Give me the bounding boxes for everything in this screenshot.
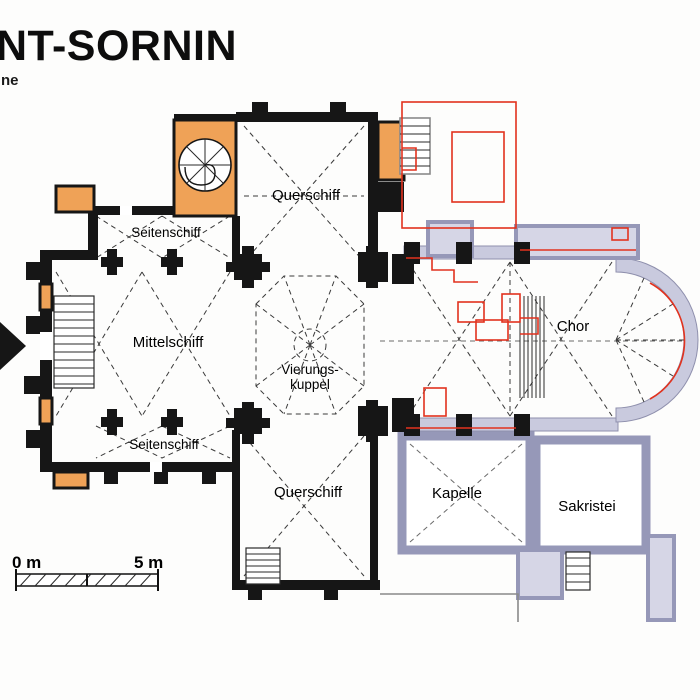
facade-orange-1: [38, 282, 54, 312]
label-seitenschiff-north: Seitenschiff: [131, 225, 201, 240]
south-transept-bottom-wall: [232, 580, 380, 590]
later-phase-structures: [380, 220, 699, 622]
room-labels: Querschiff Seitenschiff Mittelschiff Vie…: [129, 187, 616, 515]
south-connecting-wall: [380, 593, 519, 622]
stairs-and-hatches: [53, 117, 591, 591]
nave-arcade-piers: [101, 249, 183, 435]
orange-elements: [38, 118, 406, 490]
red-excavation-overlay: [401, 101, 686, 429]
page-title: NT-SORNIN: [0, 22, 237, 70]
label-querschiff-north: Querschiff: [272, 187, 341, 204]
label-chor: Chor: [557, 318, 590, 335]
scale-end-label: 5 m: [134, 553, 163, 572]
red-rect-inner: [451, 131, 505, 203]
label-sakristei: Sakristei: [558, 498, 616, 515]
north-transept-east-wall: [368, 112, 378, 216]
north-aisle-wall: [92, 206, 234, 215]
label-kapelle: Kapelle: [432, 485, 482, 502]
red-apse-arc: [649, 282, 686, 400]
choir-south-wall: [403, 417, 619, 432]
north-transept-top-wall: [236, 112, 378, 122]
choir-steps-hatch: [519, 296, 545, 398]
red-steps-nw: [406, 257, 478, 283]
label-vierungskuppel-line2: kuppel: [290, 377, 330, 392]
sakristei-room: [531, 435, 651, 555]
annex-room-north-2: [514, 224, 640, 260]
label-seitenschiff-south: Seitenschiff: [129, 437, 199, 452]
label-vierungskuppel-line1: Vierungs-: [281, 362, 339, 377]
scale-start-label: 0 m: [12, 553, 41, 572]
red-rect-outer: [401, 101, 517, 229]
facade-orange-2: [38, 396, 54, 426]
northwest-orange-block: [54, 184, 96, 214]
annex-south-extension: [516, 548, 564, 600]
south-transept-staircase: [245, 547, 281, 585]
south-transept-east-wall: [370, 424, 378, 590]
west-portal-opening: [40, 332, 52, 360]
label-mittelschiff: Mittelschiff: [133, 334, 204, 351]
crossing-octagon: [255, 275, 365, 415]
entrance-arrow: [0, 322, 26, 370]
south-transept-west-wall: [232, 430, 240, 588]
annex-east-extension: [646, 534, 676, 622]
sakristei-stair: [565, 551, 591, 591]
nave-staircase: [53, 295, 95, 389]
scale-bar: 0 m 5 m: [12, 553, 163, 591]
page-subtitle: ne: [1, 72, 19, 89]
choir-wall-piers: [404, 242, 530, 436]
crossing-piers: [226, 246, 388, 444]
north-annex-stair: [399, 117, 431, 175]
label-querschiff-south: Querschiff: [274, 484, 343, 501]
spiral-staircase: [178, 138, 232, 192]
south-aisle-wall: [44, 462, 234, 472]
north-transept-west-wall: [232, 216, 240, 268]
southwest-orange-block: [52, 470, 90, 490]
